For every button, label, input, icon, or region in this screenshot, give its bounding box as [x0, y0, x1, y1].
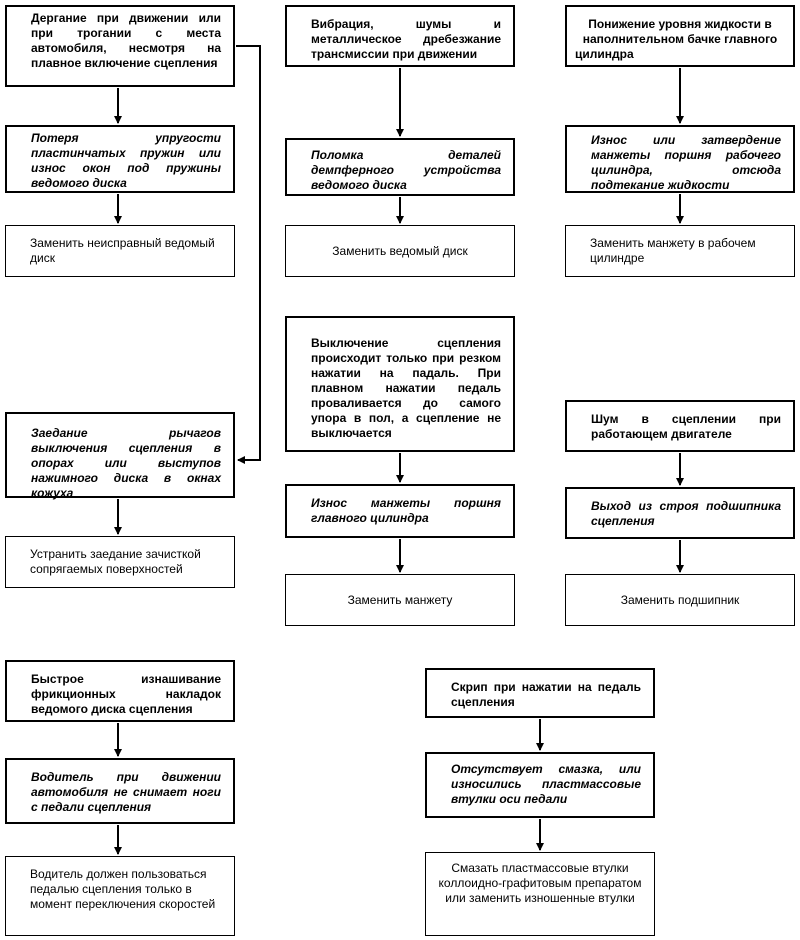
symptom-box: Дергание при движении или при трогании с…	[5, 5, 235, 87]
symptom-box: Вибрация, шумы и металлическое дребезжан…	[285, 5, 515, 67]
symptom-text: Выключение сцепления происходит только п…	[311, 336, 501, 440]
symptom-text: Шум в сцеплении при работающем двигателе	[591, 412, 781, 441]
fix-box: Заменить подшипник	[565, 574, 795, 626]
fix-text: Заменить ведомый диск	[332, 243, 468, 258]
symptom-box: Скрип при нажатии на педаль сцепления	[425, 668, 655, 718]
cause-text: Износ манжеты поршня главного цилиндра	[311, 496, 501, 525]
branch-arrow	[236, 45, 261, 464]
cause-box: Потеря упругости пластинчатых пружин или…	[5, 125, 235, 193]
symptom-text: Вибрация, шумы и металлическое дребезжан…	[311, 17, 501, 61]
fix-box: Заменить манжету	[285, 574, 515, 626]
symptom-text: Скрип при нажатии на педаль сцепления	[451, 680, 641, 709]
cause-box: Поломка деталей демпферного устройства в…	[285, 138, 515, 196]
cause-text: Заедание рычагов выключения сцепления в …	[31, 426, 221, 500]
fix-text: Устранить заедание зачисткой сопрягаемых…	[30, 547, 201, 576]
fix-text: Смазать пластмассовые втулки коллоидно-г…	[438, 861, 642, 905]
fix-box: Заменить ведомый диск	[285, 225, 515, 277]
cause-text: Водитель при движении автомобиля не сним…	[31, 770, 221, 814]
fix-box: Устранить заедание зачисткой сопрягаемых…	[5, 536, 235, 588]
fix-box: Заменить манжету в рабочем цилиндре	[565, 225, 795, 277]
fix-box: Водитель должен пользоваться педалью сце…	[5, 856, 235, 936]
cause-text: Потеря упругости пластинчатых пружин или…	[31, 131, 221, 190]
symptom-box: Шум в сцеплении при работающем двигателе	[565, 400, 795, 452]
fix-text: Заменить подшипник	[620, 592, 740, 607]
cause-box: Заедание рычагов выключения сцепления в …	[5, 412, 235, 500]
symptom-text: Дергание при движении или при трогании с…	[31, 11, 221, 70]
symptom-text: Понижение уровня жидкости в наполнительн…	[575, 17, 778, 61]
fix-text: Водитель должен пользоваться педалью сце…	[30, 867, 216, 911]
symptom-box: Понижение уровня жидкости в наполнительн…	[565, 5, 795, 67]
fix-text: Заменить неисправный ведомый диск	[30, 236, 215, 265]
cause-text: Поломка деталей демпферного устройства в…	[311, 148, 501, 192]
cause-box: Водитель при движении автомобиля не сним…	[5, 758, 235, 824]
fix-box: Заменить неисправный ведомый диск	[5, 225, 235, 277]
symptom-box: Быстрое изнашивание фрикционных накладок…	[5, 660, 235, 722]
cause-text: Износ или затвердение манжеты поршня раб…	[591, 133, 781, 192]
symptom-box: Выключение сцепления происходит только п…	[285, 316, 515, 452]
symptom-text: Быстрое изнашивание фрикционных накладок…	[31, 672, 221, 716]
cause-box: Износ манжеты поршня главного цилиндра	[285, 484, 515, 538]
fix-box: Смазать пластмассовые втулки коллоидно-г…	[425, 852, 655, 936]
cause-box: Износ или затвердение манжеты поршня раб…	[565, 125, 795, 193]
fix-text: Заменить манжету	[347, 592, 453, 607]
cause-text: Отсутствует смазка, или износились пласт…	[451, 762, 641, 806]
cause-box: Выход из строя подшипника сцепления	[565, 487, 795, 539]
fix-text: Заменить манжету в рабочем цилиндре	[590, 236, 756, 265]
cause-text: Выход из строя подшипника сцепления	[591, 499, 781, 528]
cause-box: Отсутствует смазка, или износились пласт…	[425, 752, 655, 818]
